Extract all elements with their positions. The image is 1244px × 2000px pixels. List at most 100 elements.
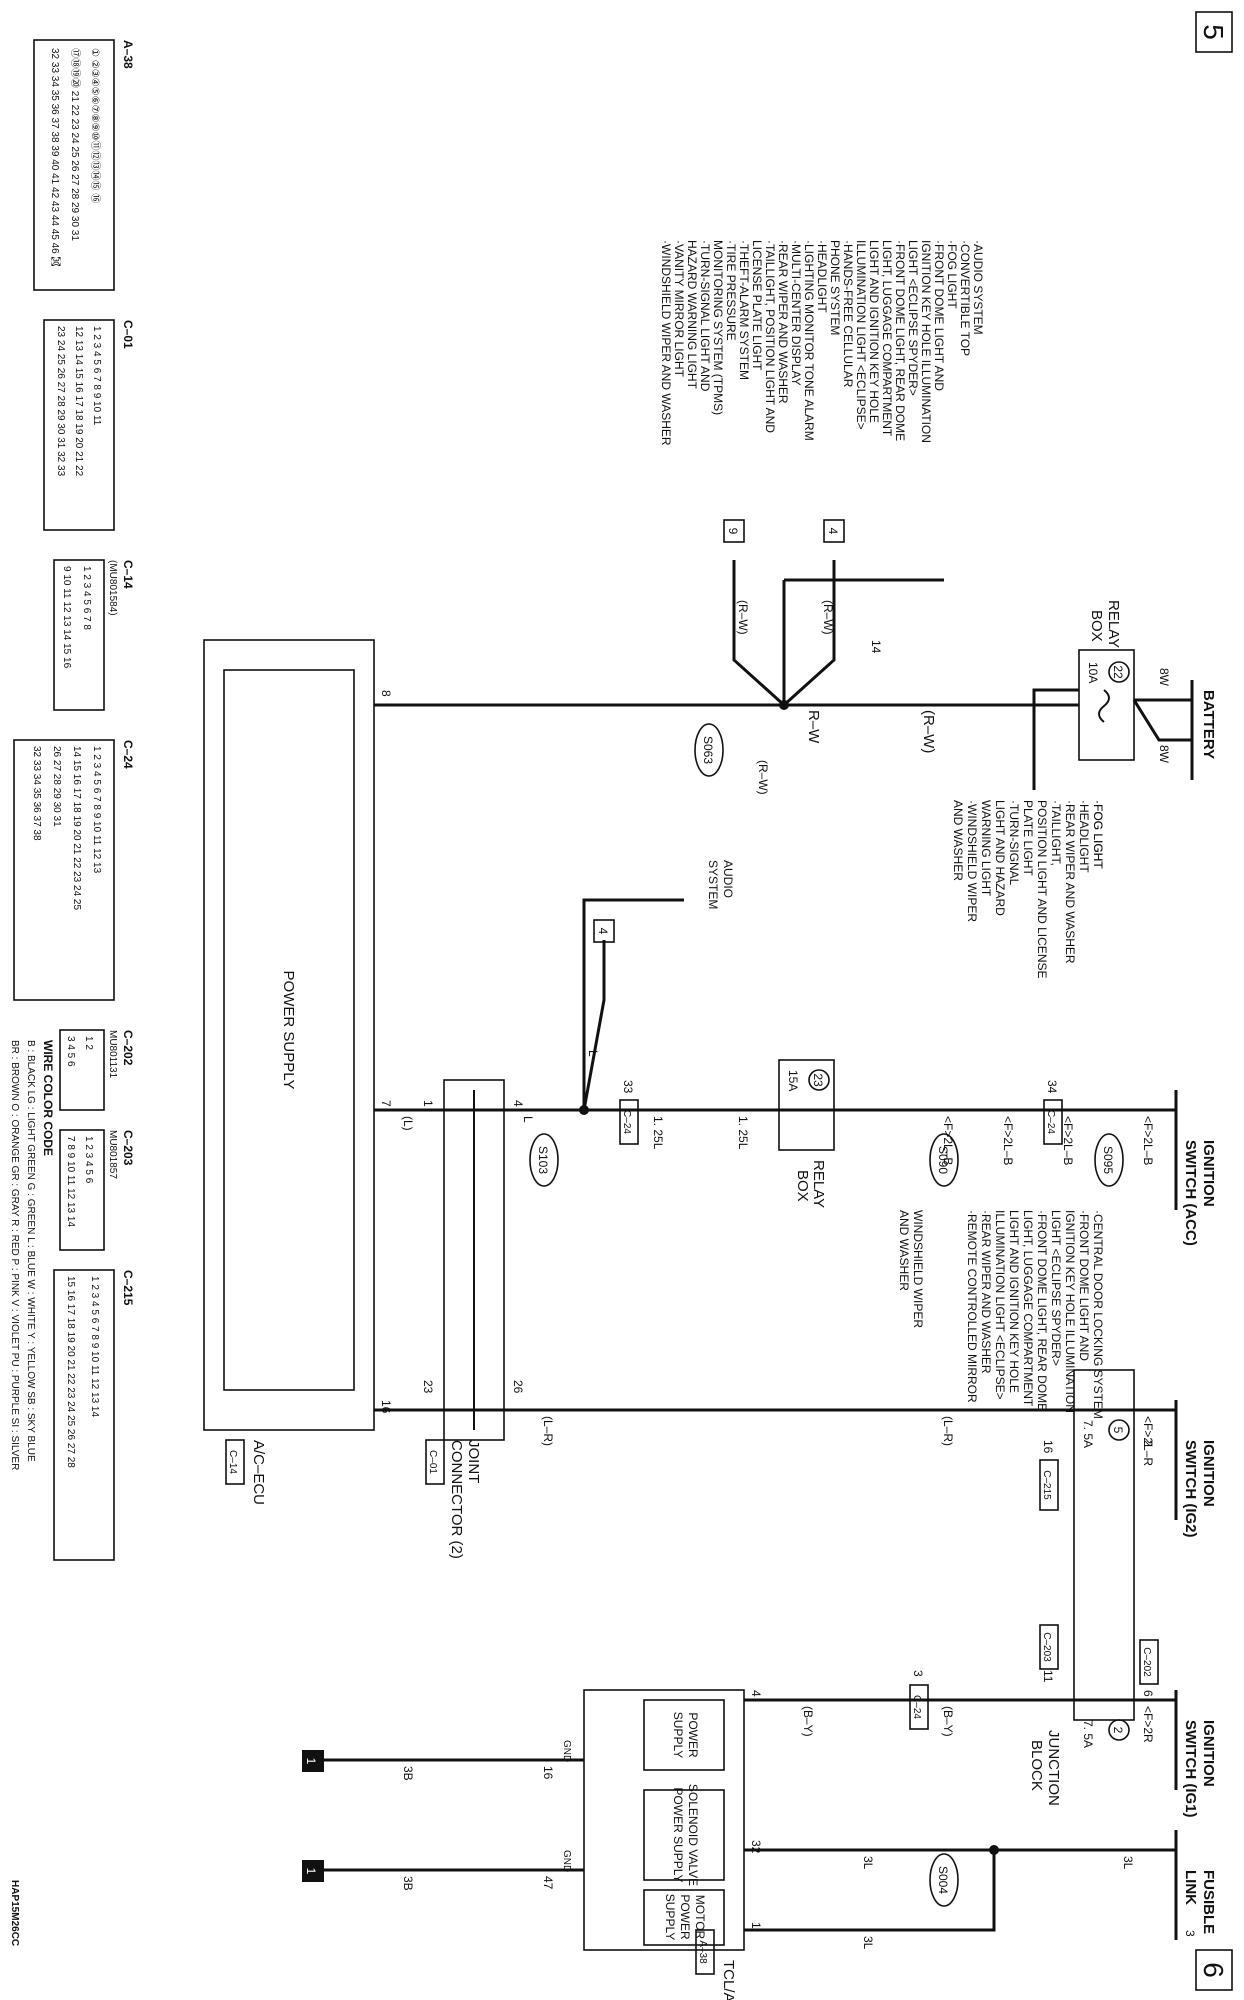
svg-text:·FOG LIGHT: ·FOG LIGHT [945,240,959,309]
splice-s090 [929,1133,959,1187]
tcl-ecu [583,1689,745,1951]
ground-1b-label: 1 [304,1868,318,1875]
svg-text:·WINDSHIELD WIPER: ·WINDSHIELD WIPER [965,800,979,922]
fuse-5-circle [1108,1419,1130,1441]
svg-text:·TIRE PRESSURE: ·TIRE PRESSURE [724,240,738,341]
conn-c202 [1139,1639,1159,1685]
wire-125l-2: 1. 25L [651,1116,665,1150]
gnd-label-1: GND [561,1740,572,1762]
svg-text:·TURN-SIGNAL LIGHT AND: ·TURN-SIGNAL LIGHT AND [698,240,712,392]
pin-16-ac: 16 [379,1400,393,1414]
fusible-num: 3 [1183,1930,1197,1937]
splice-s103-label: S103 [536,1146,550,1174]
svg-text:14 15 16 17 18 19 20 21 22 23: 14 15 16 17 18 19 20 21 22 23 24 25 [71,746,82,910]
pin-14: 14 [869,640,883,654]
ac-ecu-id-box [225,1439,245,1485]
fuse-2-circle [1108,1719,1130,1741]
svg-text:IGNITION KEY HOLE ILLUMINATION: IGNITION KEY HOLE ILLUMINATION [919,240,933,443]
svg-text:7 8 9 10 11 12 13 14: 7 8 9 10 11 12 13 14 [65,1136,76,1227]
relay-dest-list: ·FOG LIGHT ·HEADLIGHT ·REAR WIPER AND WA… [951,800,1105,979]
pin-3: 3 [911,1670,925,1677]
svg-text:LIGHT AND IGNITION KEY HOLE: LIGHT AND IGNITION KEY HOLE [1007,1210,1021,1393]
wiper-dest-1: WINDSHIELD WIPER [911,1210,925,1328]
wire-l-1: L [586,1050,600,1057]
svg-text:LIGHT, LUGGAGE COMPARTMENT: LIGHT, LUGGAGE COMPARTMENT [880,240,894,437]
svg-text:LIGHT <ECLIPSE SPYDER>: LIGHT <ECLIPSE SPYDER> [906,240,920,396]
junction-3l [989,1845,999,1855]
ac-ecu-label: A/C–ECU [250,1440,267,1505]
wire-l-ref4 [582,940,606,1111]
ign-acc-label-1: IGNITION [1200,1140,1217,1207]
conn-c24a-label: C–24 [1045,1110,1056,1134]
conn-view-c203: C–203 MU801857 1 2 3 4 5 6 7 8 9 10 11 1… [59,1129,135,1251]
svg-text:1 2 3 4 5 6 7 8 9 10 11 12 13: 1 2 3 4 5 6 7 8 9 10 11 12 13 14 [89,1276,100,1417]
svg-text:·CONVERTIBLE TOP: ·CONVERTIBLE TOP [958,240,972,356]
ac-ecu [203,639,375,1431]
splice-s103 [529,1133,559,1187]
wire-f2lr: <F>2L–R [1141,1416,1155,1466]
ref-9 [723,519,745,543]
conn-view-c01: C–01 1 2 3 4 5 6 7 8 9 10 11 12 13 14 15… [43,319,135,531]
pin-16-c215: 16 [1041,1440,1055,1454]
wire-by-1: (B–Y) [941,1706,955,1737]
rw-dest-list: ·AUDIO SYSTEM ·CONVERTIBLE TOP ·FOG LIGH… [659,240,985,446]
relay-box-label-1: RELAY [1105,600,1122,648]
svg-text:LIGHT, LUGGAGE COMPARTMENT: LIGHT, LUGGAGE COMPARTMENT [1021,1210,1035,1407]
pin-8: 8 [379,690,393,697]
svg-text:1 2 3 4 5 6 7 8: 1 2 3 4 5 6 7 8 [81,566,92,630]
svg-text:PHONE SYSTEM: PHONE SYSTEM [828,240,842,335]
ign-ig2-label-2: SWITCH (IG2) [1182,1440,1199,1538]
legend-row-2: BR : BROWN O : ORANGE GR : GRAY R : RED … [9,1040,20,1470]
svg-text:23 24 25 26 27 28 29 30 31 32: 23 24 25 26 27 28 29 30 31 32 33 [55,326,66,477]
tcl-motor-ps [643,1889,725,1946]
ref-9-label: 9 [726,528,740,535]
wire-l-2: L [521,1116,535,1123]
conn-c24b [619,1099,639,1145]
conn-view-c215: C–215 1 2 3 4 5 6 7 8 9 10 11 12 13 14 1… [53,1269,135,1561]
svg-text:HAZARD WARNING LIGHT: HAZARD WARNING LIGHT [685,240,699,390]
fusible-wire-b [744,1850,996,1932]
svg-text:·HEADLIGHT: ·HEADLIGHT [815,240,829,313]
svg-text:15 16 17 18 19 20 21 22 23 24: 15 16 17 18 19 20 21 22 23 24 25 26 27 2… [65,1276,76,1468]
conn-view-c24: C–24 1 2 3 4 5 6 7 8 9 10 11 12 13 14 15… [13,739,135,1001]
fuse-22-circle [1108,661,1130,683]
junction-block-label-2: BLOCK [1028,1740,1045,1791]
svg-text:WARNING LIGHT: WARNING LIGHT [979,800,993,897]
wire-3l-2: 3L [861,1856,875,1870]
pin-1: 1 [421,1100,435,1107]
svg-text:·CENTRAL DOOR LOCKING SYSTEM: ·CENTRAL DOOR LOCKING SYSTEM [1091,1210,1105,1419]
conn-view-c14: C–14 (MU801584) 1 2 3 4 5 6 7 8 9 10 11 … [53,559,135,711]
wire-rw-label-5: (R–W) [756,760,770,795]
conn-c24c [909,1684,929,1730]
svg-text:·HEADLIGHT: ·HEADLIGHT [1077,800,1091,873]
junction-block-label-1: JUNCTION [1045,1730,1062,1806]
wire-125l-1: 1. 25L [736,1116,750,1150]
conn-c215 [1039,1459,1059,1511]
svg-text:LIGHT AND IGNITION KEY HOLE: LIGHT AND IGNITION KEY HOLE [867,240,881,423]
joint-connector-id-box [425,1439,445,1485]
wire-8w-b: 8W [1157,745,1171,764]
relay-box-23 [778,1059,835,1151]
svg-text:·FRONT DOME LIGHT AND: ·FRONT DOME LIGHT AND [1077,1210,1091,1361]
splice-s063-label: S063 [701,736,715,764]
svg-text:IGNITION KEY HOLE ILLUMINATION: IGNITION KEY HOLE ILLUMINATION [1063,1210,1077,1413]
wire-3l-1: 3L [1121,1856,1135,1870]
conn-c24a [1043,1099,1063,1145]
splice-s090-label: S090 [936,1146,950,1174]
pin-4-tcl: 4 [749,1690,763,1697]
svg-text:PLATE LIGHT: PLATE LIGHT [1021,800,1035,876]
wire-lr-1: (L–R) [941,1416,955,1446]
tcl-mp-2: POWER [678,1894,692,1940]
conn-c203-label: C–203 [1041,1632,1052,1662]
tcl-sv-1: SOLENOID VALVE [686,1784,700,1886]
joint-connector-label-2: CONNECTOR (2) [448,1440,465,1559]
tcl-solenoid-ps [643,1789,725,1881]
svg-text:ILLUMINATION LIGHT <ECLIPSE>: ILLUMINATION LIGHT <ECLIPSE> [854,240,868,430]
conn-c203 [1039,1624,1059,1670]
pin-2: 2 [1141,1440,1155,1447]
svg-text:·FRONT DOME LIGHT, REAR DOME: ·FRONT DOME LIGHT, REAR DOME [1035,1210,1049,1411]
svg-text:1 2 3 4 5 6: 1 2 3 4 5 6 [83,1136,94,1184]
svg-text:·WINDSHIELD WIPER AND WASHER: ·WINDSHIELD WIPER AND WASHER [659,240,673,446]
tcl-mp-3: SUPPLY [663,1894,677,1940]
